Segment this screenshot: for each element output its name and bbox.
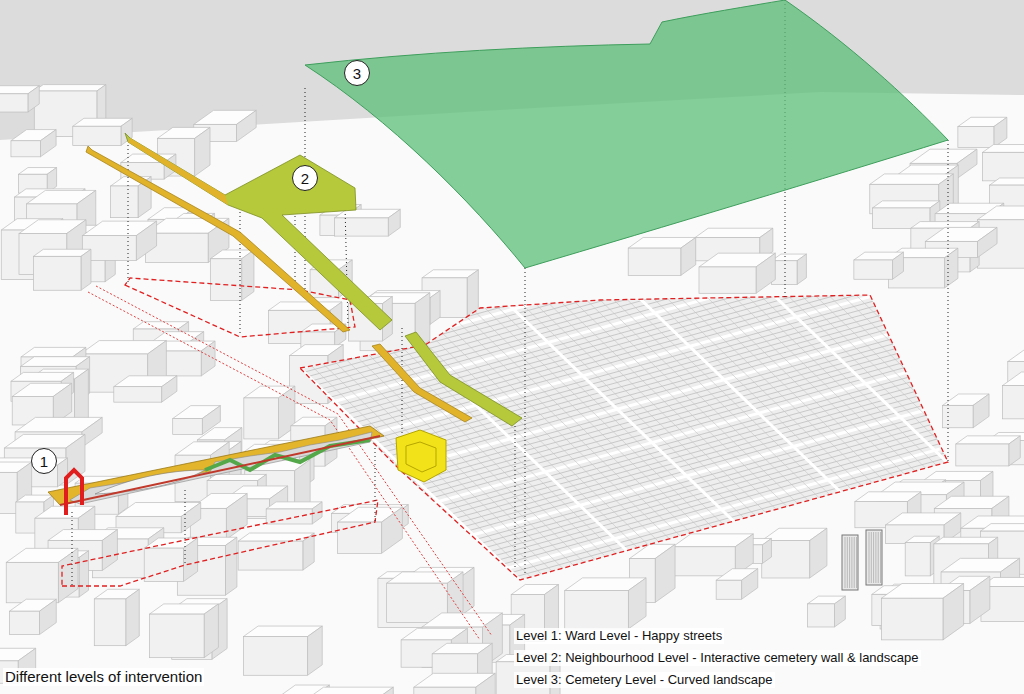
building-block: [243, 626, 322, 675]
building-block: [177, 537, 237, 595]
building-block: [0, 86, 39, 112]
street-edge: [60, 436, 380, 505]
building-block: [94, 589, 139, 645]
level-description: Level 2: Neighbourhood Level - Interacti…: [514, 650, 921, 666]
building-block: [304, 687, 393, 694]
landscape-strip: [125, 133, 392, 330]
entrance-gate: [66, 470, 82, 515]
building-block: [335, 209, 401, 236]
building-block: [762, 528, 827, 578]
callout-circle: 2: [292, 165, 318, 191]
building-block: [628, 237, 696, 275]
building-block: [338, 507, 403, 553]
building-block: [983, 145, 1024, 181]
happy-street: [48, 426, 384, 505]
building-block: [956, 436, 1020, 466]
level-description: Level 3: Cemetery Level - Curved landsca…: [514, 672, 775, 688]
wall-edge: [128, 138, 228, 205]
building-block: [565, 578, 646, 629]
building-block: [33, 249, 91, 290]
building-block: [881, 584, 963, 640]
caption: Different levels of intervention: [3, 668, 204, 686]
silos: [842, 530, 882, 590]
building-detail: [406, 442, 436, 472]
building-block: [82, 221, 156, 260]
callout-circle: 3: [344, 60, 370, 86]
cemetery-wall: [86, 146, 350, 332]
landscape-strip: [405, 332, 522, 426]
callout-circle: 1: [31, 448, 57, 474]
building-block: [149, 604, 218, 658]
building-block: [977, 206, 1024, 268]
building-block: [716, 569, 758, 600]
building-block: [73, 118, 132, 145]
building-block: [808, 596, 846, 627]
projection-lines: [72, 0, 948, 586]
callout-number: 1: [40, 454, 48, 469]
building-block: [244, 386, 295, 439]
building-block: [699, 253, 775, 293]
curved-landscape: [305, 0, 948, 268]
callout-number: 3: [353, 66, 361, 81]
level-description: Level 1: Ward Level - Happy streets: [514, 628, 724, 644]
building-block: [114, 376, 177, 402]
building-block: [854, 252, 904, 279]
callout-number: 2: [301, 171, 309, 186]
building-block: [11, 130, 56, 157]
street-plaza: [95, 470, 205, 494]
building-block: [772, 254, 807, 284]
building-block: [414, 673, 495, 694]
cemetery-building: [396, 430, 446, 482]
building-block: [1003, 372, 1024, 419]
building-block: [210, 250, 254, 300]
building-block: [238, 533, 314, 570]
building-block: [6, 548, 78, 602]
building-block: [958, 117, 1007, 147]
building-block: [943, 394, 989, 428]
level1-footprint: [62, 500, 378, 586]
street-line: [96, 286, 492, 636]
building-block: [9, 599, 56, 634]
